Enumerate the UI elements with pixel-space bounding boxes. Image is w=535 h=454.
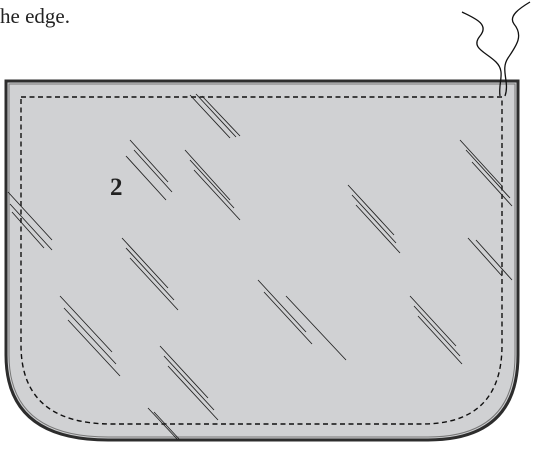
stitch-line [20, 96, 503, 425]
step-number: 2 [110, 174, 123, 201]
fabric-piece [4, 79, 520, 442]
fabric-sheen-icon [7, 93, 513, 441]
fabric-inner-edge [8, 83, 516, 438]
caption-text: he edge. [0, 4, 70, 28]
thread-tail-icon [461, 1, 531, 97]
